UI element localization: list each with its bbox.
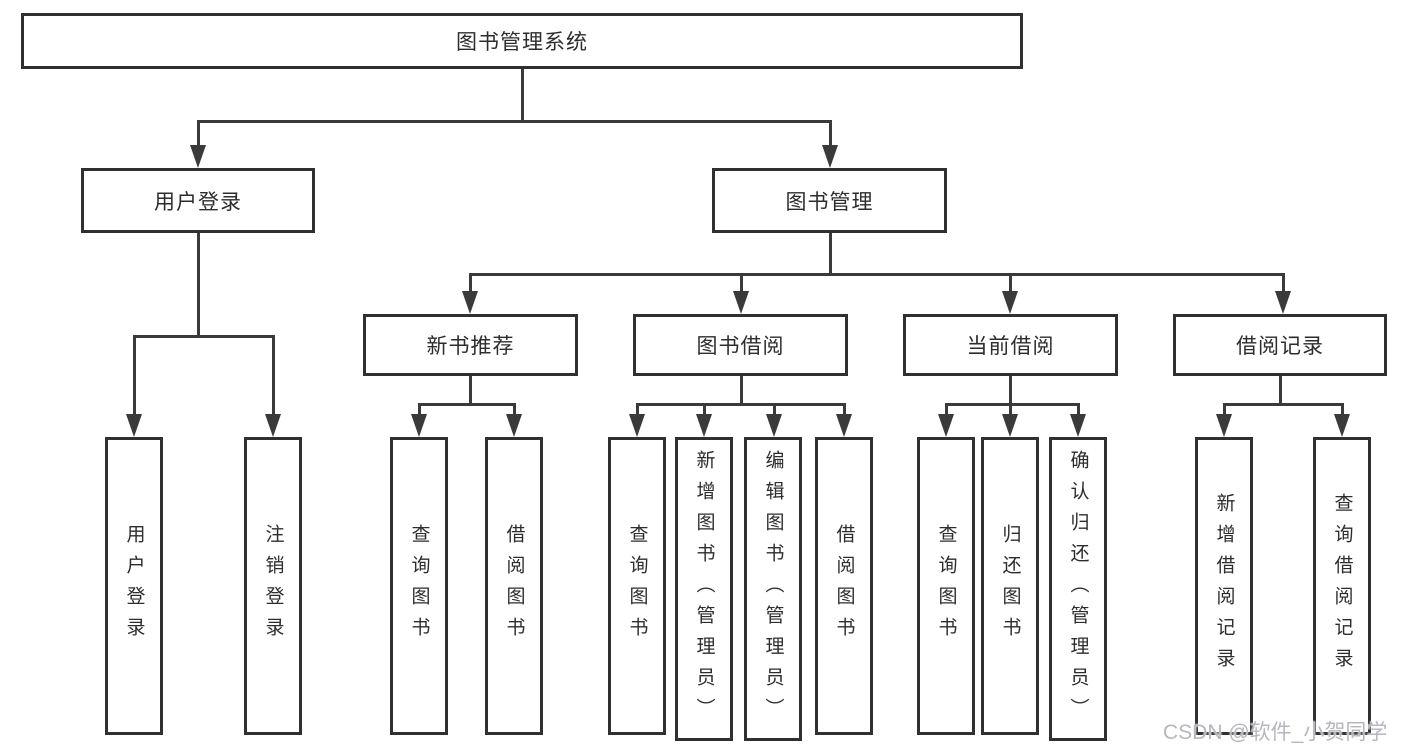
leaf-logout-login: 注销登录 [244,437,302,735]
arrowhead [265,414,281,437]
leaf-label: 新增借阅记录 [1213,493,1235,679]
connector-line [635,403,639,416]
connector-line [828,233,832,275]
leaf-query-borrow-record: 查询借阅记录 [1313,437,1371,735]
arrowhead [411,414,427,437]
connector-line [828,120,832,148]
arrowhead [506,414,522,437]
connector-line [132,335,136,416]
leaf-label: 查询借阅记录 [1331,493,1353,679]
connector-line [1008,403,1012,416]
arrowhead [1002,414,1018,437]
leaf-query-books-borrowing: 查询图书 [608,437,666,735]
connector-line [944,403,1080,406]
arrowhead [1070,414,1086,437]
arrowhead [190,145,206,168]
connector-line [196,233,200,337]
leaf-label: 新增图书（管理员） [693,449,715,729]
arrowhead [126,414,142,437]
connector-line [772,403,776,416]
leaf-label: 借阅图书 [833,524,855,648]
arrowhead [1275,291,1291,314]
leaf-borrow-books-borrowing: 借阅图书 [815,437,873,735]
leaf-query-books-recommend: 查询图书 [390,437,448,735]
arrowhead [1002,291,1018,314]
node-book-borrowing: 图书借阅 [633,314,848,376]
leaf-user-login: 用户登录 [105,437,163,735]
node-new-book-recommend: 新书推荐 [363,314,578,376]
connector-line [635,403,846,406]
connector-line [271,335,275,416]
connector-line [1008,273,1012,293]
arrowhead [938,414,954,437]
connector-line [417,403,516,406]
connector-line [512,403,516,416]
arrowhead [766,414,782,437]
connector-line [1340,403,1344,416]
leaf-label: 注销登录 [262,524,284,648]
node-user-login: 用户登录 [81,168,315,233]
node-book-management: 图书管理 [712,168,947,233]
leaf-label: 查询图书 [408,524,430,648]
connector-line [417,403,421,416]
leaf-return-books: 归还图书 [981,437,1039,735]
connector-line [842,403,846,416]
connector-line [1076,403,1080,416]
leaf-label: 查询图书 [626,524,648,648]
node-borrow-records: 借阅记录 [1173,314,1387,376]
connector-line [1222,403,1344,406]
connector-line [520,69,524,122]
node-library-system: 图书管理系统 [21,13,1023,69]
connector-line [739,273,743,293]
connector-line [468,273,1285,276]
arrowhead [696,414,712,437]
connector-line [1281,273,1285,293]
leaf-add-book-admin: 新增图书（管理员） [675,437,733,741]
connector-line [132,335,275,338]
leaf-borrow-books-recommend: 借阅图书 [485,437,543,735]
arrowhead [1334,414,1350,437]
leaf-label: 确认归还（管理员） [1067,449,1089,729]
connector-line [196,120,832,123]
connector-line [944,403,948,416]
connector-line [468,273,472,293]
leaf-label: 用户登录 [123,524,145,648]
arrowhead [822,145,838,168]
leaf-edit-book-admin: 编辑图书（管理员） [744,437,802,741]
connector-line [196,120,200,148]
leaf-label: 归还图书 [999,524,1021,648]
connector-line [1278,376,1282,405]
arrowhead [1216,414,1232,437]
leaf-label: 借阅图书 [503,524,525,648]
arrowhead [629,414,645,437]
watermark: CSDN @软件_小贺同学 [1163,721,1388,744]
leaf-query-books-current: 查询图书 [917,437,975,735]
connector-line [1008,376,1012,405]
connector-line [739,376,743,405]
node-current-borrowing: 当前借阅 [903,314,1118,376]
arrowhead [836,414,852,437]
arrowhead [462,291,478,314]
connector-line [468,376,472,405]
arrowhead [733,291,749,314]
leaf-label: 编辑图书（管理员） [762,449,784,729]
leaf-confirm-return-admin: 确认归还（管理员） [1049,437,1107,741]
connector-line [702,403,706,416]
leaf-add-borrow-record: 新增借阅记录 [1195,437,1253,735]
leaf-label: 查询图书 [935,524,957,648]
connector-line [1222,403,1226,416]
